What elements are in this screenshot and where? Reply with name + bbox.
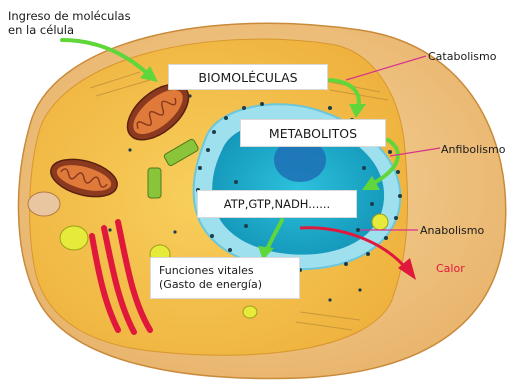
box-metabolitos: METABOLITOS	[240, 119, 386, 147]
lysosome	[28, 192, 60, 216]
box-funciones-line1: Funciones vitales	[159, 264, 262, 278]
label-ingreso-line1: Ingreso de moléculas	[8, 9, 131, 23]
label-anabolismo: Anabolismo	[420, 224, 484, 238]
label-catabolismo: Catabolismo	[428, 50, 496, 64]
box-biomoleculas-text: BIOMOLÉCULAS	[198, 70, 297, 85]
label-ingreso-moleculas: Ingreso de moléculas en la célula	[8, 9, 131, 38]
box-atp-text: ATP,GTP,NADH......	[224, 197, 330, 211]
box-funciones-line2: (Gasto de energía)	[159, 278, 262, 292]
box-energy-carriers: ATP,GTP,NADH......	[197, 190, 357, 218]
label-calor: Calor	[436, 262, 465, 276]
label-anfibolismo: Anfibolismo	[441, 143, 505, 157]
box-metabolitos-text: METABOLITOS	[269, 126, 357, 141]
label-ingreso-line2: en la célula	[8, 23, 131, 37]
box-funciones-vitales: Funciones vitales (Gasto de energía)	[150, 257, 300, 299]
box-biomoleculas: BIOMOLÉCULAS	[168, 64, 328, 90]
